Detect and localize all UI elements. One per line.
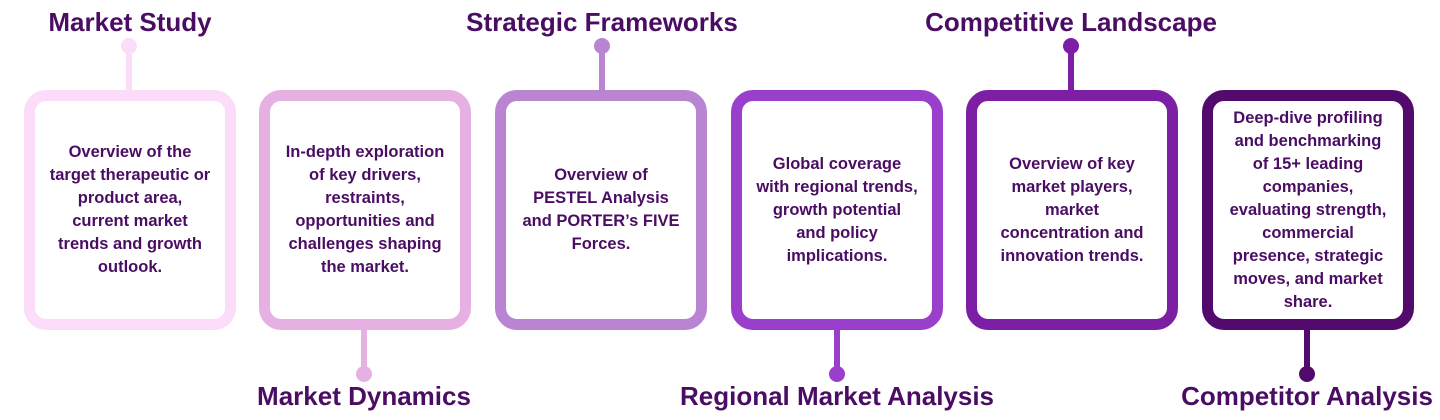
stage-description: In-depth exploration of key drivers, res… <box>285 143 445 276</box>
stage-description: Global coverage with regional trends, gr… <box>756 154 918 265</box>
stage-description: Deep-dive profiling and benchmarking of … <box>1229 108 1387 311</box>
connector-dot <box>829 366 845 382</box>
stage-card-market-study: Overview of the target therapeutic or pr… <box>24 90 236 330</box>
stage-card-competitor-analysis: Deep-dive profiling and benchmarking of … <box>1202 90 1414 330</box>
stage-title-strategic-frameworks: Strategic Frameworks <box>466 7 738 37</box>
connector-line <box>1068 46 1074 94</box>
stage-card-regional-market-analysis: Global coverage with regional trends, gr… <box>731 90 943 330</box>
stage-description: Overview of PESTEL Analysis and PORTER’s… <box>522 166 680 253</box>
stage-title-market-study: Market Study <box>48 7 212 37</box>
connector-line <box>126 46 132 94</box>
connector-dot <box>356 366 372 382</box>
connector-line <box>834 326 840 374</box>
connector-dot <box>1299 366 1315 382</box>
stage-card-market-dynamics: In-depth exploration of key drivers, res… <box>259 90 471 330</box>
stage-description: Overview of key market players, market c… <box>1000 154 1144 265</box>
stage-title-competitor-analysis: Competitor Analysis <box>1181 381 1433 411</box>
connector-line <box>599 46 605 94</box>
stage-title-market-dynamics: Market Dynamics <box>257 381 471 411</box>
connector-line <box>1304 326 1310 374</box>
stage-card-strategic-frameworks: Overview of PESTEL Analysis and PORTER’s… <box>495 90 707 330</box>
stage-card-competitive-landscape: Overview of key market players, market c… <box>966 90 1178 330</box>
connector-line <box>361 326 367 374</box>
stage-title-competitive-landscape: Competitive Landscape <box>925 7 1217 37</box>
stage-title-regional-market-analysis: Regional Market Analysis <box>679 381 995 411</box>
stage-description: Overview of the target therapeutic or pr… <box>49 143 211 276</box>
